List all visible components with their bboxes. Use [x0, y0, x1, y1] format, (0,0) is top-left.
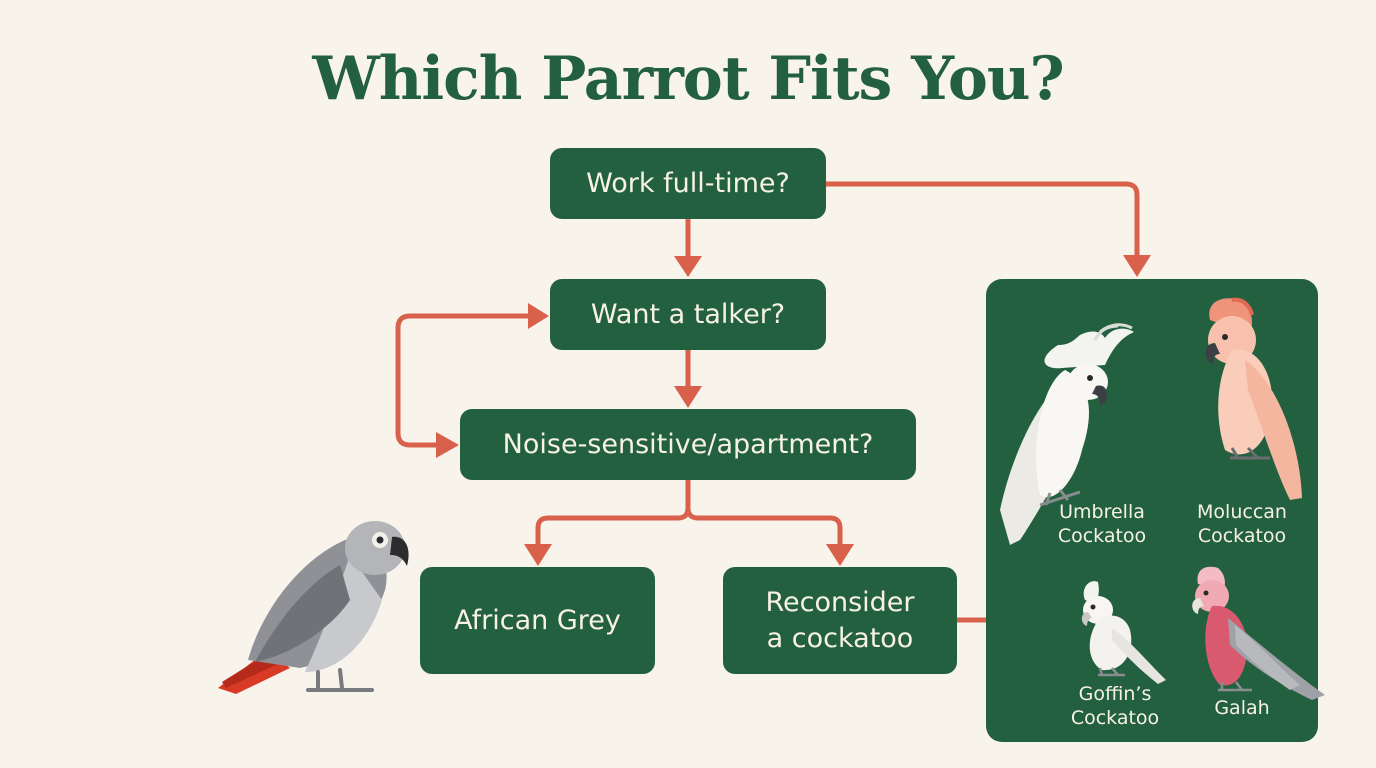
result-reconsider-cockatoo: Reconsider a cockatoo	[723, 567, 957, 674]
result-african-grey: African Grey	[420, 567, 655, 674]
arrow-split	[535, 477, 691, 549]
arrow-work-to-panel	[823, 181, 1140, 260]
result-label-line2: a cockatoo	[766, 622, 914, 654]
umbrella-line1: Umbrella	[1059, 501, 1145, 523]
umbrella-cockatoo-label: Umbrella Cockatoo	[1027, 500, 1177, 549]
goffins-line1: Goffin’s	[1078, 683, 1152, 705]
result-label-line1: Reconsider	[765, 587, 915, 619]
page-title: Which Parrot Fits You?	[312, 44, 1064, 114]
moluccan-cockatoo-label: Moluccan Cockatoo	[1167, 500, 1317, 549]
arrow-loop	[395, 313, 533, 448]
goffins-cockatoo-label: Goffin’s Cockatoo	[1040, 682, 1190, 731]
galah-label: Galah	[1167, 696, 1317, 720]
question-label: Want a talker?	[590, 298, 786, 330]
galah-line1: Galah	[1214, 697, 1270, 719]
question-label: Noise-sensitive/apartment?	[502, 428, 874, 460]
question-noise-sensitive: Noise-sensitive/apartment?	[460, 409, 916, 480]
question-work-full-time: Work full-time?	[550, 148, 826, 219]
goffins-line2: Cockatoo	[1070, 707, 1160, 730]
moluccan-line1: Moluccan	[1197, 501, 1287, 523]
question-label: Work full-time?	[586, 167, 790, 199]
result-label: African Grey	[454, 604, 621, 636]
question-want-talker: Want a talker?	[550, 279, 826, 350]
moluccan-line2: Cockatoo	[1197, 525, 1287, 548]
umbrella-line2: Cockatoo	[1057, 525, 1147, 548]
